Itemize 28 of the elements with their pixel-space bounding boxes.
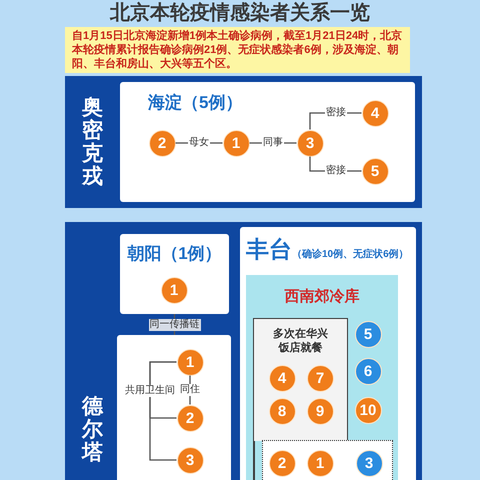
edge-label: 母女	[188, 137, 210, 149]
panel-heading: 丰台	[246, 235, 292, 263]
edge-label: 密接	[324, 165, 347, 177]
cluster-heading: 西南郊冷库	[284, 287, 360, 307]
edge-label: 同事	[262, 137, 284, 149]
group-band	[65, 76, 422, 208]
edge-label: 同一传播链	[148, 318, 200, 330]
case-count-note: （确诊10例、无症状6例）	[292, 249, 409, 261]
district-panel	[240, 227, 416, 480]
panel-heading: 朝阳（1例）	[127, 243, 222, 265]
edge-label: 同住	[179, 384, 201, 396]
vertical-group-label: 奥密克戎	[82, 96, 103, 188]
dotted-group-box	[262, 440, 393, 480]
note-text: 自1月15日北京海淀新增1例本土确诊病例，截至1月21日24时，北京本轮疫情累计报告确诊病例21例、无症状感染者6例，涉及海淀、朝阳、丰台和房山、大兴等五个区。	[72, 29, 404, 71]
group-band	[65, 222, 422, 480]
edge-label: 共用卫生间	[124, 385, 176, 397]
cluster-box	[253, 318, 348, 441]
edge-label: 密接	[324, 107, 347, 119]
vertical-group-label: 德尔塔	[82, 395, 103, 464]
cluster-panel	[246, 275, 398, 480]
district-panel	[120, 234, 229, 314]
connector-line	[149, 361, 176, 461]
connector-line	[189, 376, 191, 404]
panel-heading: 海淀（5例）	[148, 93, 242, 112]
cluster-note: 多次在华兴饭店就餐	[272, 327, 329, 355]
district-panel	[117, 335, 231, 480]
diagram-title: 北京本轮疫情感染者关系一览	[110, 1, 370, 25]
district-panel	[120, 82, 415, 202]
